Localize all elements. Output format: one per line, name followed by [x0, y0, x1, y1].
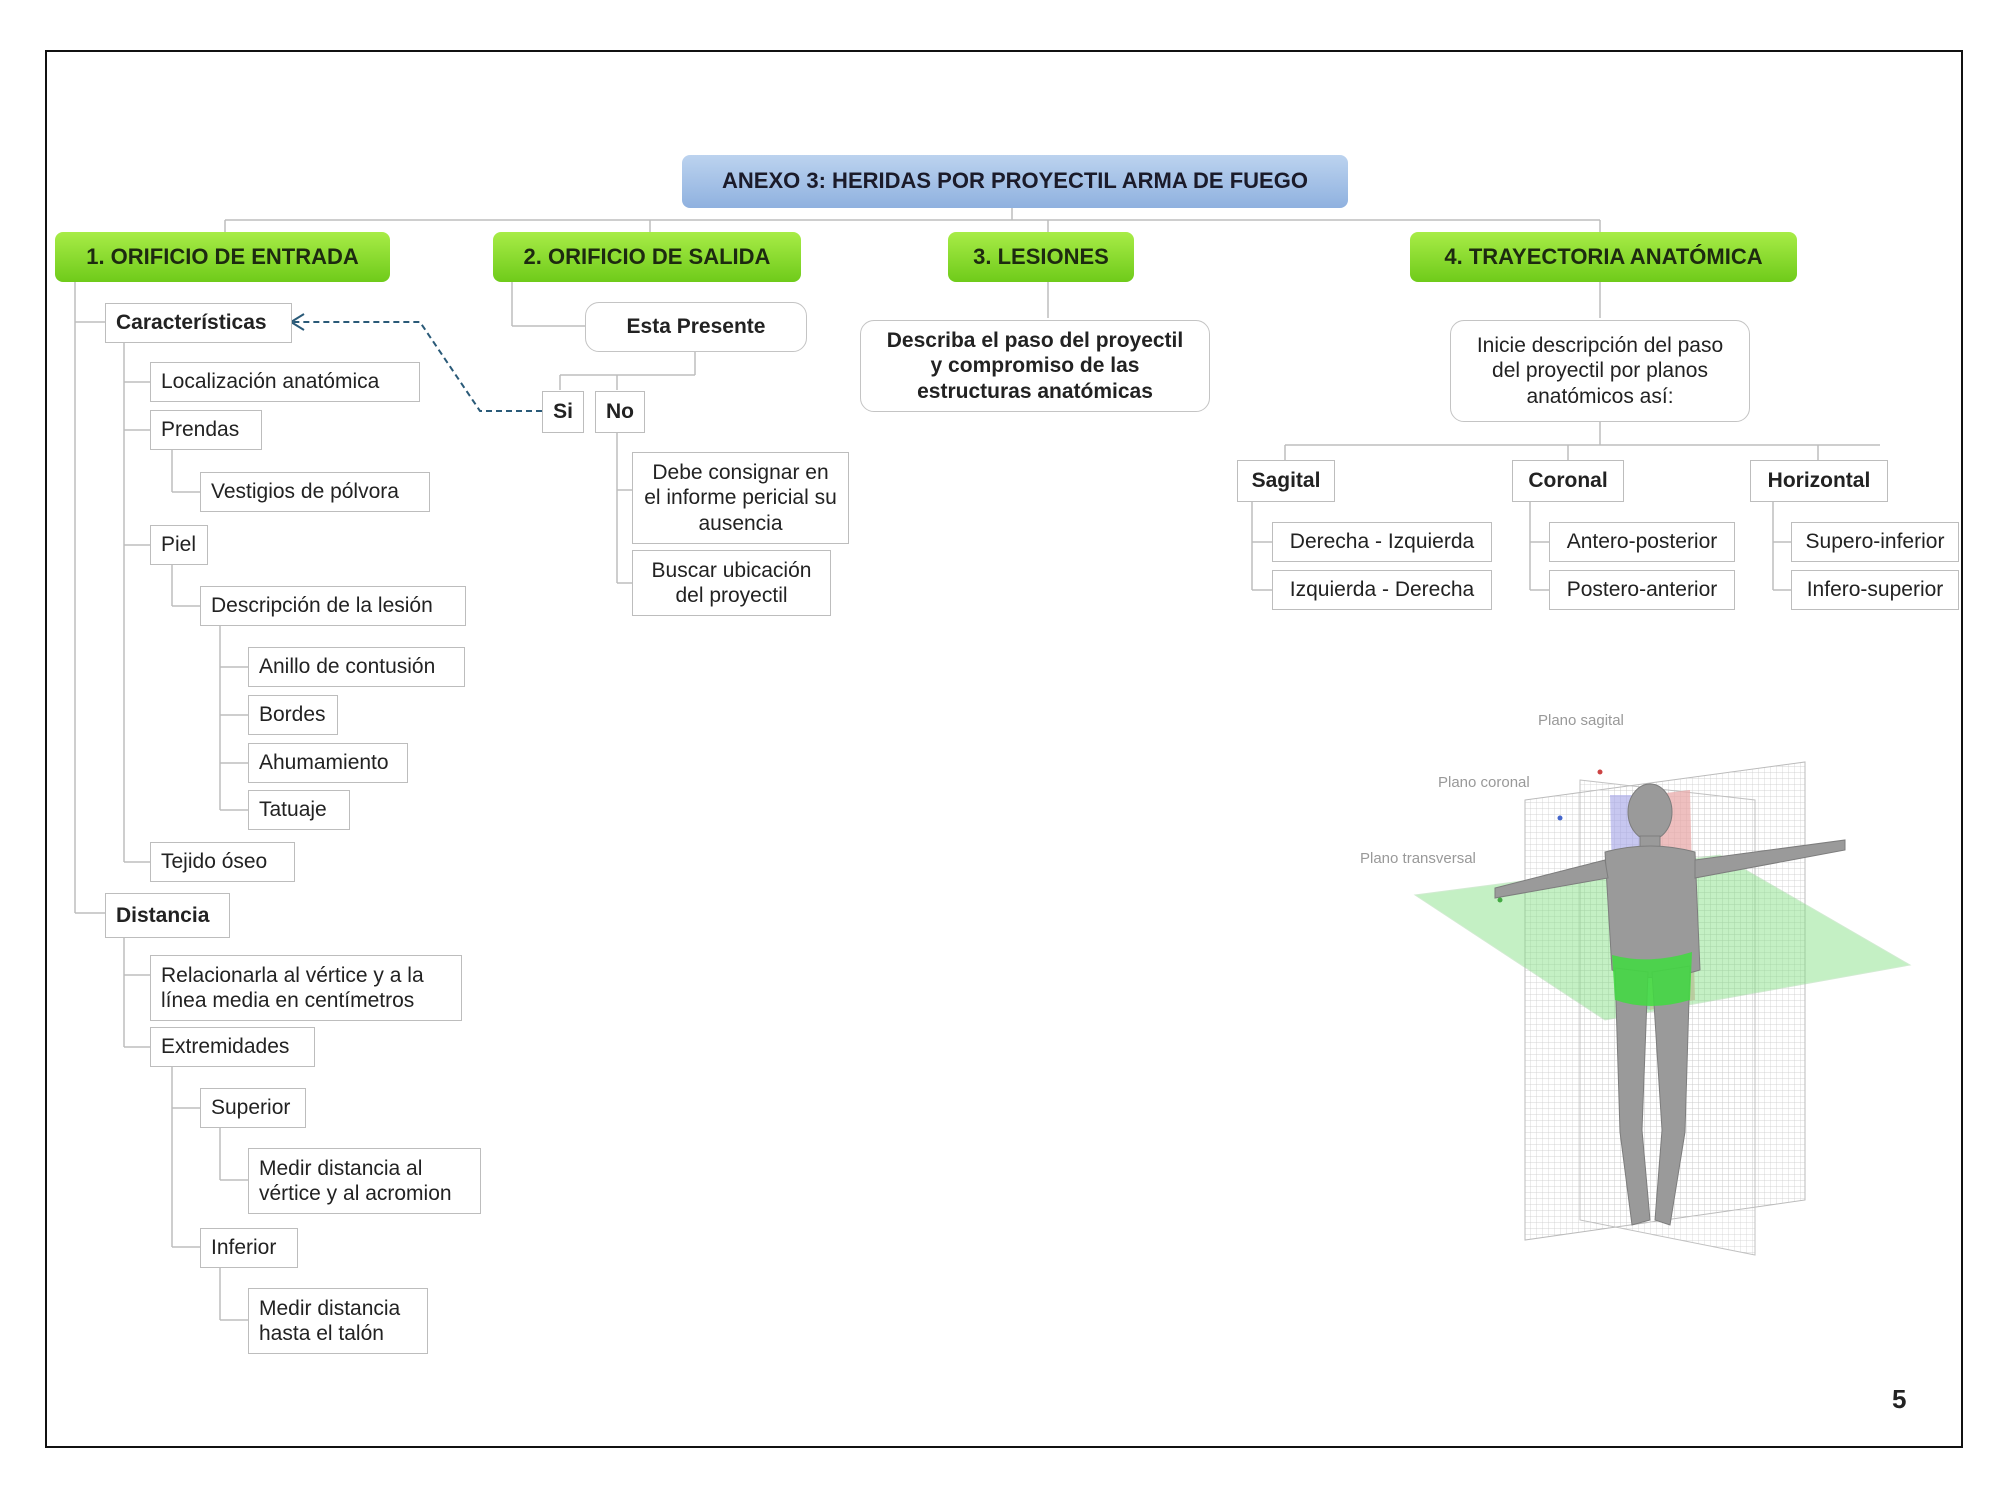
node-tejido-oseo: Tejido óseo	[150, 842, 295, 882]
anatomical-planes-illustration	[1413, 761, 1912, 1256]
section-trayectoria-anatomica: 4. TRAYECTORIA ANATÓMICA	[1410, 232, 1797, 282]
node-sagital: Sagital	[1237, 460, 1335, 502]
node-coronal: Coronal	[1512, 460, 1624, 502]
node-anillo-contusion: Anillo de contusión	[248, 647, 465, 687]
label-plano-transversal: Plano transversal	[1360, 850, 1476, 867]
node-describa-paso: Describa el paso del proyectil y comprom…	[860, 320, 1210, 412]
node-medir-inferior: Medir distancia hasta el talón	[248, 1288, 428, 1354]
node-superior: Superior	[200, 1088, 306, 1128]
human-figure	[1494, 783, 1846, 1226]
node-bordes: Bordes	[248, 695, 338, 735]
node-tatuaje: Tatuaje	[248, 790, 350, 830]
label-plano-sagital: Plano sagital	[1538, 712, 1624, 729]
node-derecha-izquierda: Derecha - Izquierda	[1272, 522, 1492, 562]
node-localizacion-anatomica: Localización anatómica	[150, 362, 420, 402]
section-orificio-salida: 2. ORIFICIO DE SALIDA	[493, 232, 801, 282]
node-distancia: Distancia	[105, 893, 230, 938]
node-horizontal: Horizontal	[1750, 460, 1888, 502]
node-antero-posterior: Antero-posterior	[1549, 522, 1735, 562]
node-postero-anterior: Postero-anterior	[1549, 570, 1735, 610]
node-piel: Piel	[150, 525, 208, 565]
node-esta-presente: Esta Presente	[585, 302, 807, 352]
anatomical-planes-figure: Plano sagital Plano coronal Plano transv…	[1350, 700, 1930, 1260]
node-consignar-ausencia: Debe consignar en el informe pericial su…	[632, 452, 849, 544]
node-infero-superior: Infero-superior	[1791, 570, 1959, 610]
node-si: Si	[542, 391, 584, 433]
node-supero-inferior: Supero-inferior	[1791, 522, 1959, 562]
node-ahumamiento: Ahumamiento	[248, 743, 408, 783]
node-izquierda-derecha: Izquierda - Derecha	[1272, 570, 1492, 610]
node-inicie-descripcion: Inicie descripción del paso del proyecti…	[1450, 320, 1750, 422]
node-extremidades: Extremidades	[150, 1027, 315, 1067]
node-inferior: Inferior	[200, 1228, 298, 1268]
node-relacionarla: Relacionarla al vértice y a la línea med…	[150, 955, 462, 1021]
node-caracteristicas: Características	[105, 303, 292, 343]
page-frame	[45, 50, 1963, 1448]
label-plano-coronal: Plano coronal	[1438, 774, 1530, 791]
node-no: No	[595, 391, 645, 433]
section-orificio-entrada: 1. ORIFICIO DE ENTRADA	[55, 232, 390, 282]
diagram-title: ANEXO 3: HERIDAS POR PROYECTIL ARMA DE F…	[682, 155, 1348, 208]
node-buscar-ubicacion: Buscar ubicación del proyectil	[632, 550, 831, 616]
section-lesiones: 3. LESIONES	[948, 232, 1134, 282]
node-vestigios-polvora: Vestigios de pólvora	[200, 472, 430, 512]
node-medir-superior: Medir distancia al vértice y al acromion	[248, 1148, 481, 1214]
node-descripcion-lesion: Descripción de la lesión	[200, 586, 466, 626]
node-prendas: Prendas	[150, 410, 262, 450]
page-number: 5	[1892, 1384, 1907, 1414]
